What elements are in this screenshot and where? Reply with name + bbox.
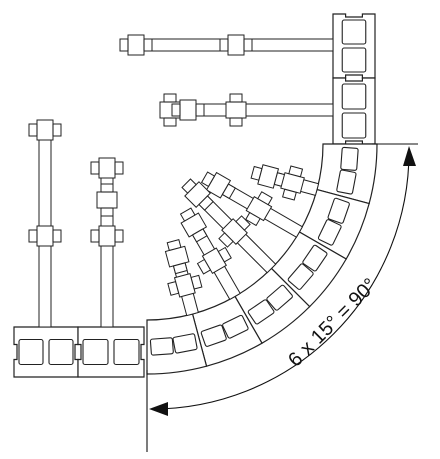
tie-connector (179, 207, 208, 243)
wall-block (13, 326, 79, 378)
block-cell (317, 219, 342, 246)
block-cell (200, 324, 227, 347)
wall-block (332, 77, 376, 145)
tie-connector (90, 225, 124, 247)
block-cell (266, 284, 293, 311)
block-cell (341, 47, 367, 73)
wall-block (332, 13, 376, 79)
block-cell (340, 146, 359, 171)
curved-wall-block (191, 295, 263, 367)
wall-block (77, 326, 145, 378)
block-cell (287, 263, 314, 290)
block-cell (336, 169, 357, 195)
arrow-head-left (149, 402, 168, 416)
curved-wall-block (146, 313, 208, 375)
tie-connector (225, 93, 247, 127)
tie-connector (164, 239, 190, 275)
curved-wall-block (316, 143, 378, 205)
block-cell (18, 338, 44, 366)
block-cell (222, 314, 249, 339)
tie-connector (181, 178, 214, 211)
block-cell (82, 338, 109, 366)
tie-connector (90, 157, 124, 179)
block-cell (48, 338, 74, 366)
angle-arc (151, 151, 410, 410)
block-cell (341, 19, 367, 45)
arrow-head-top (403, 146, 416, 166)
block-cell (302, 244, 328, 272)
block-cell (113, 338, 140, 366)
block-cell (341, 83, 367, 110)
tie-connector (196, 246, 232, 275)
curved-wall-blocks (146, 143, 378, 375)
tie-connector (28, 119, 62, 141)
tie-connector (219, 34, 253, 56)
block-cell (327, 197, 350, 224)
tie-rod (235, 103, 334, 117)
block-cell (341, 112, 367, 139)
tie-connector (28, 225, 62, 247)
block-cell (172, 333, 198, 354)
block-cell (149, 337, 174, 356)
block-cell (247, 299, 275, 325)
tie-connector (200, 171, 236, 200)
rebar-ties (28, 34, 334, 328)
tie-connector (167, 272, 203, 298)
tie-connector (250, 164, 286, 189)
tie-connector (280, 165, 305, 201)
tie-connector (171, 99, 205, 121)
straight-wall-blocks (13, 13, 376, 378)
tie-connector (96, 183, 118, 217)
tie-connector (218, 215, 251, 248)
tie-connector (119, 34, 153, 56)
